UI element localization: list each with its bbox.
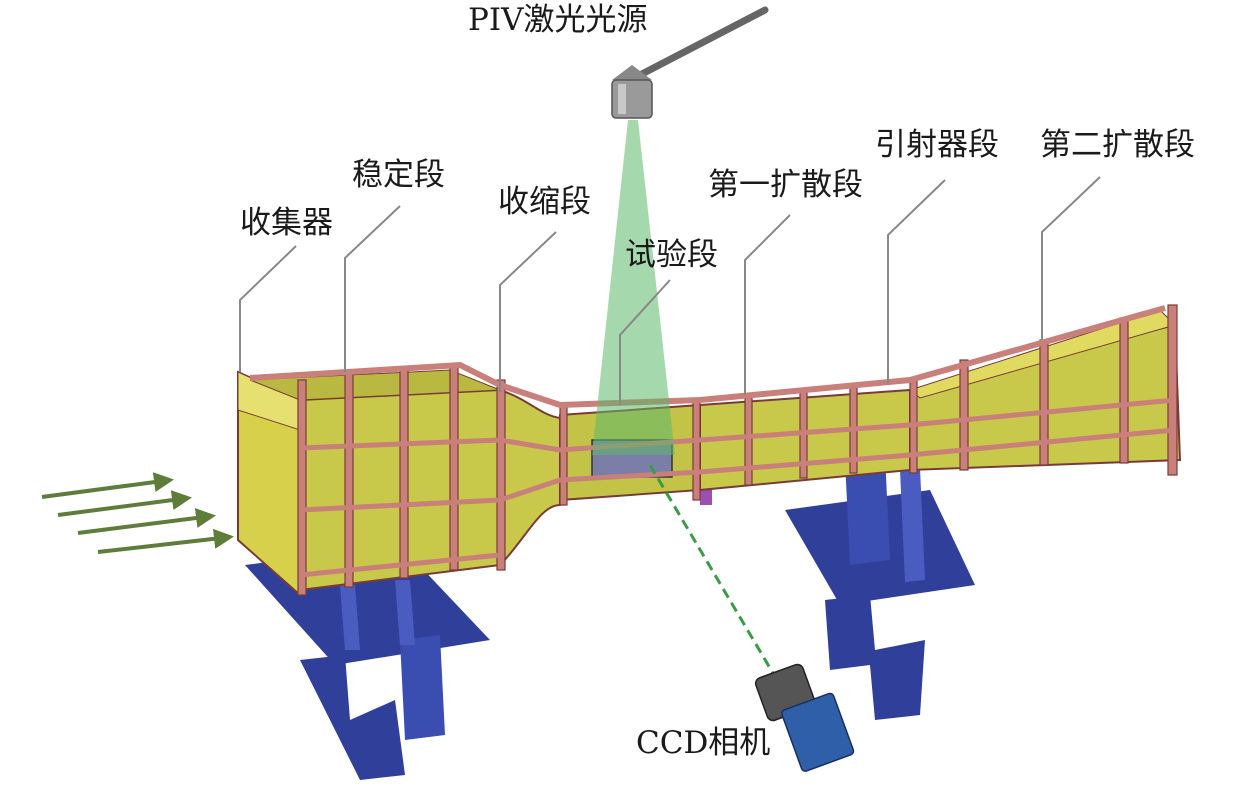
flow-arrow-2	[57, 490, 192, 517]
flow-arrows	[41, 472, 234, 554]
tunnel-body	[237, 309, 1182, 598]
label-test-section: 试验段	[625, 237, 718, 273]
leader-collector	[239, 245, 297, 372]
label-ejector: 引射器段	[875, 127, 999, 163]
label-first-diffuser: 第一扩散段	[708, 167, 863, 203]
label-laser-source: PIV激光光源	[468, 2, 648, 38]
leader-contraction	[499, 231, 557, 392]
leader-diffuser2	[1041, 176, 1101, 340]
right-support	[785, 455, 975, 720]
flow-arrow-3	[77, 508, 216, 535]
leader-settling	[344, 205, 401, 372]
flow-arrow-4	[97, 528, 234, 554]
frame-ribs	[249, 304, 1178, 596]
camera-sightline	[648, 464, 782, 686]
leader-ejector	[887, 179, 946, 385]
label-collector: 收集器	[240, 205, 333, 241]
laser-sheet	[592, 120, 675, 455]
flow-arrow-1	[41, 472, 174, 499]
label-second-diffuser: 第二扩散段	[1040, 127, 1195, 163]
leader-test	[619, 279, 671, 405]
label-settling-chamber: 稳定段	[352, 157, 445, 193]
leader-diffuser1	[744, 214, 791, 395]
leader-lines	[239, 176, 1101, 405]
label-contraction: 收缩段	[498, 184, 591, 220]
label-ccd-camera: CCD相机	[636, 725, 771, 761]
ccd-camera	[754, 663, 855, 772]
laser-source	[611, 6, 769, 119]
